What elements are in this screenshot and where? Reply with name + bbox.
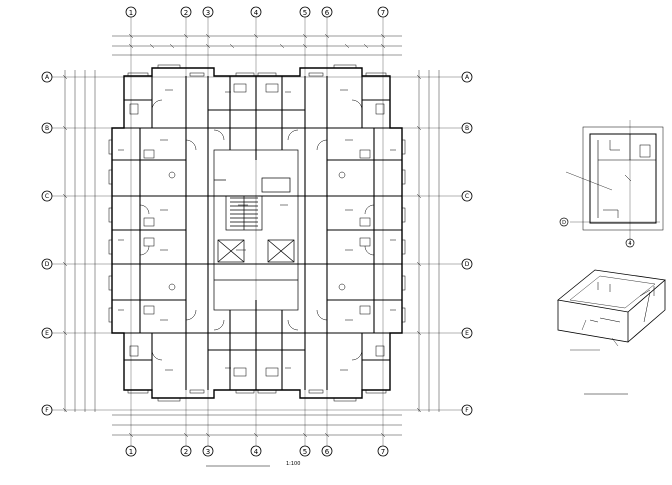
bottom-axis-label-4: 4 [254,448,259,456]
building-outline [111,67,403,399]
detail1-axis-label-col: 4 [628,241,631,247]
row-label-F-left: F [45,407,49,414]
column-axis-7: 7 [377,6,389,446]
interior-walls [112,76,402,390]
windows-sides [108,139,406,323]
detail-isometric [557,269,666,351]
row-label-E-left: E [45,330,49,337]
plan-scale: 1:100 [286,461,300,467]
column-axis-1: 1 [125,6,137,446]
bottom-dimension-lines [112,414,402,438]
svg-text:2: 2 [184,9,188,17]
row-label-B-left: B [45,125,49,132]
bottom-axis-label-5: 5 [303,448,307,456]
svg-text:1: 1 [129,9,133,17]
bottom-axis-label-3: 3 [206,448,210,456]
bottom-axis-label-6: 6 [325,448,330,456]
row-axis-A [41,71,473,83]
bottom-axis-label-1: 1 [129,448,133,456]
bottom-axis-label-2: 2 [184,448,188,456]
row-label-A-left: A [45,74,50,81]
floor-plan: 1 2 3 4 5 6 7 [41,6,473,457]
row-label-C-right: C [465,193,469,200]
detail-plan [559,120,664,248]
svg-text:4: 4 [254,9,259,17]
row-axis-F [41,404,473,416]
windows-bottom [127,389,387,402]
row-label-E-right: E [465,330,469,337]
svg-text:5: 5 [303,9,307,17]
windows-top [127,64,387,77]
row-label-D-left: D [45,261,50,268]
row-label-C-left: C [45,193,49,200]
svg-text:7: 7 [381,9,385,17]
row-label-D-right: D [465,261,470,268]
plan-title-block: 1:100 [206,461,300,467]
door-swings [139,99,375,361]
right-dimension-lines [416,70,440,413]
detail1-axis-label-row: D [562,220,566,226]
left-dimension-lines [62,70,96,413]
svg-text:3: 3 [206,9,210,17]
bottom-axis-label-7: 7 [381,448,385,456]
annotation-marks [118,89,396,371]
svg-text:6: 6 [325,9,330,17]
top-dimension-lines [112,33,402,56]
row-label-A-right: A [465,74,470,81]
row-label-F-right: F [465,407,469,414]
bathroom-fixtures [129,83,385,377]
column-axis-bottom-bubbles [125,445,389,457]
row-label-B-right: B [465,125,469,132]
stair-core [213,149,299,311]
